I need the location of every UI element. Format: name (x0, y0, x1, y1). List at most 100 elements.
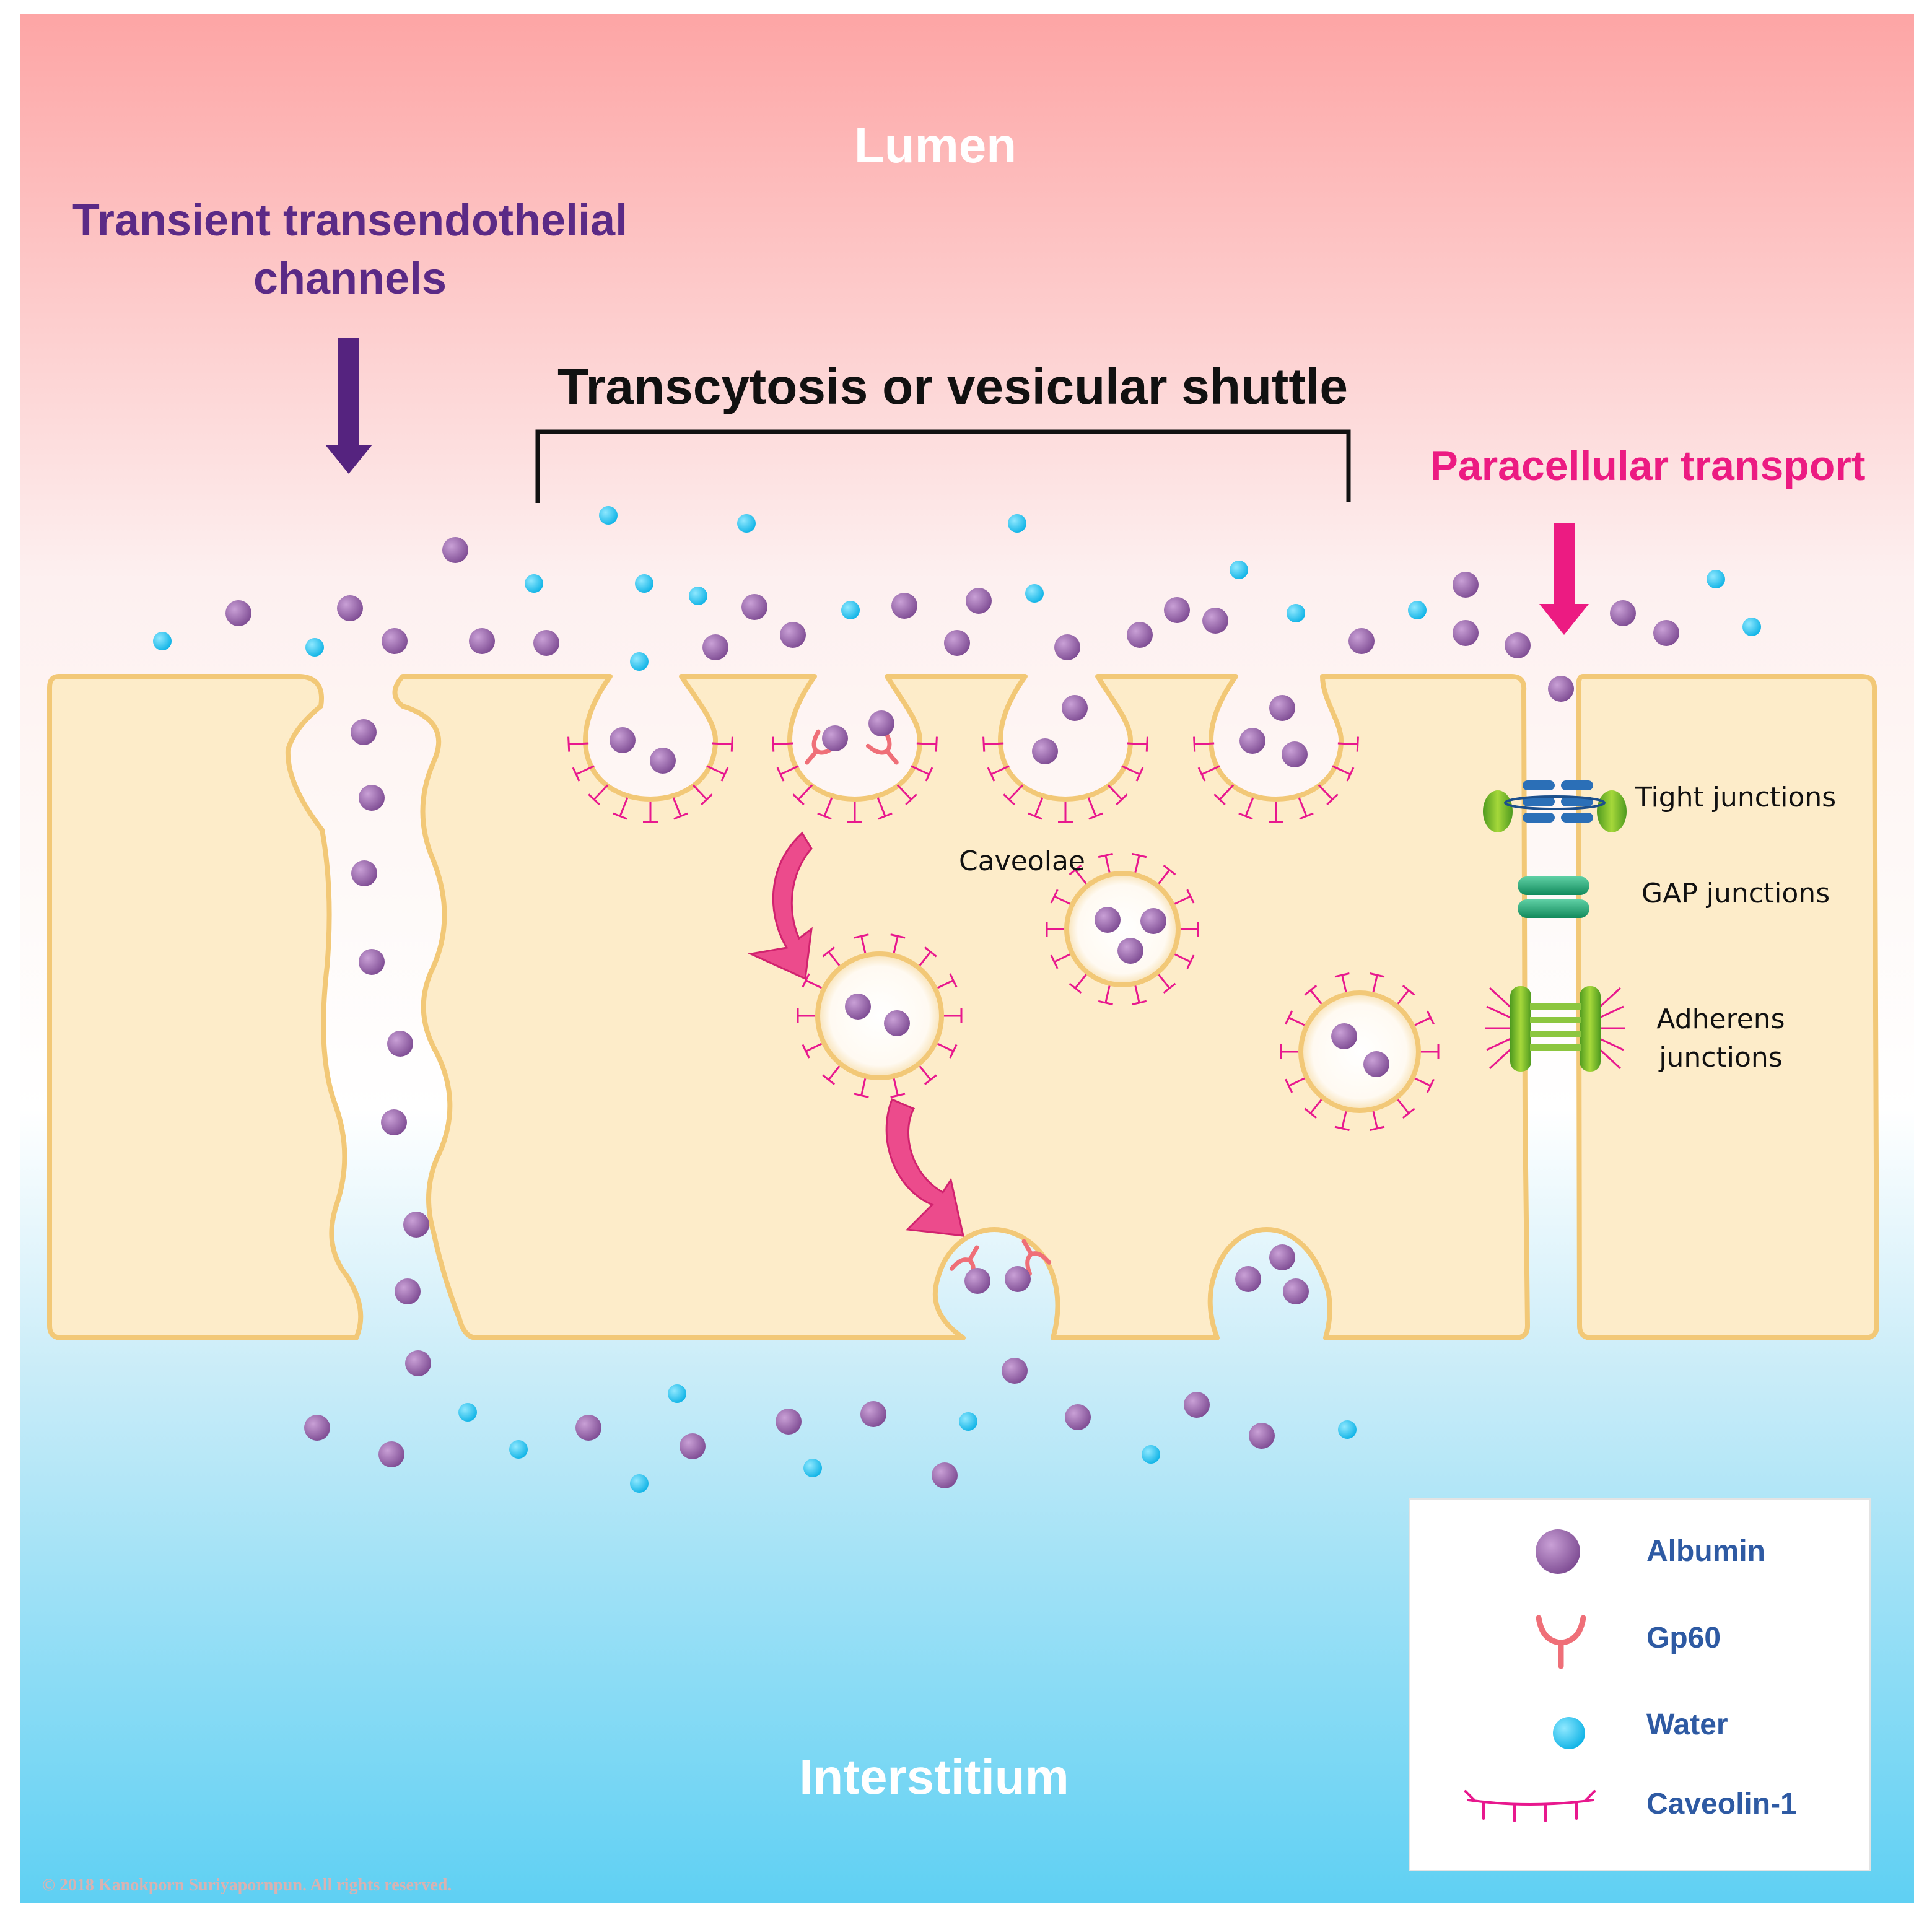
albumin-particle (1127, 622, 1153, 648)
caveolin-spike (773, 742, 793, 746)
albumin-particle (469, 628, 495, 654)
albumin-particle (1002, 1358, 1028, 1384)
caveolin-spike (1121, 765, 1140, 775)
caveolin-spike (896, 784, 912, 800)
legend-label-water: Water (1646, 1708, 1728, 1741)
caveolin-spike (1218, 784, 1235, 800)
water-particle (1008, 514, 1026, 533)
water-particle (599, 506, 618, 525)
albumin-icon (1536, 1529, 1580, 1574)
caveolin-spike (805, 1042, 824, 1052)
albumin-particle (442, 537, 468, 563)
albumin-particle (1202, 608, 1228, 634)
caveolin-spike-tip (720, 767, 729, 782)
albumin-particle (337, 595, 363, 621)
caveolin-spike (1074, 869, 1089, 886)
albumin-particle (845, 994, 871, 1020)
caveolin-spike (1371, 1109, 1378, 1129)
water-particle (1142, 1445, 1160, 1464)
lumen-label: Lumen (854, 118, 1016, 173)
caveolin-spike-tip (1346, 767, 1355, 782)
caveolin-spike-tip (1050, 889, 1059, 904)
albumin-particle (1184, 1392, 1210, 1418)
caveolin-spike (1288, 1016, 1308, 1028)
caveolin-spike (911, 765, 930, 775)
caveolin-coat-group (567, 736, 1440, 1131)
caveolin-spike-tip (890, 933, 906, 939)
albumin-particle (891, 593, 917, 619)
albumin-particle (533, 630, 559, 656)
caveolin-spike-tip (1069, 982, 1082, 994)
caveolin-spike-tip (1285, 1078, 1293, 1093)
albumin-particle (304, 1415, 330, 1441)
albumin-particle (1095, 907, 1121, 933)
gp60-icon (1536, 1615, 1586, 1669)
albumin-particle (403, 1212, 429, 1238)
albumin-particle (822, 725, 848, 751)
caveolin-spike (892, 1076, 899, 1096)
albumin-particle (1331, 1023, 1357, 1049)
caveolin-spike-tip (772, 736, 775, 752)
legend: Albumin Gp60 Water Caveolin-1 (1409, 1498, 1871, 1871)
albumin-particle (405, 1350, 431, 1376)
caveolin-spike-tip (572, 767, 580, 782)
albumin-particle (1239, 728, 1265, 754)
caveolin-spike (1087, 797, 1097, 817)
water-particle (1408, 601, 1427, 619)
caveolin-spike (1201, 765, 1220, 775)
legend-label-caveolin: Caveolin-1 (1646, 1788, 1797, 1820)
caveolin-spike (1288, 1076, 1308, 1087)
albumin-particle (1032, 738, 1058, 764)
albumin-particle (1348, 628, 1375, 654)
caveolin-spike (917, 1064, 932, 1081)
caveolin-spike (805, 979, 824, 990)
caveolin-spike (1412, 1016, 1432, 1028)
endothelial-cells (47, 674, 1879, 1340)
caveolin-spike-tip (905, 793, 917, 805)
albumin-particle (860, 1401, 886, 1427)
caveolin-spike (797, 784, 813, 800)
albumin-particle (1453, 620, 1479, 646)
albumin-particle (702, 634, 728, 660)
gp60-receptor (805, 729, 838, 765)
albumin-particle (944, 630, 970, 656)
caveolin-spike-tip (924, 1074, 937, 1085)
caveolin-spike-tip (1132, 852, 1147, 858)
transient-channels-label-line2: channels (253, 254, 447, 304)
caveolin-spike-tip (701, 793, 713, 805)
paracellular-arrow-icon (1539, 523, 1589, 635)
albumin-particle (966, 588, 992, 614)
caveolin-spike (692, 784, 708, 800)
caveolin-spike (984, 742, 1004, 746)
gp60-receptor (865, 729, 899, 765)
copyright-notice: © 2018 Kanokporn Suriyapornpun. All righ… (42, 1876, 452, 1895)
transcytosis-label: Transcytosis or vesicular shuttle (557, 359, 1348, 415)
caveolin-spike (823, 797, 833, 817)
caveolin-spike (1396, 989, 1410, 1007)
caveolin-spike-tip (890, 1093, 906, 1098)
caveolin-spike (1134, 855, 1140, 875)
caveolin-spike (935, 979, 954, 990)
albumin-particle (680, 1433, 706, 1459)
albumin-particle (1249, 1423, 1275, 1449)
caveolin-spike-tip (1356, 736, 1359, 752)
albumin-particle (1548, 676, 1574, 702)
transient-channels-label-line1: Transient transendothelial (72, 196, 627, 245)
water-particle (1025, 584, 1044, 603)
caveolin-spike-tip (1050, 954, 1059, 969)
albumin-particle (1235, 1266, 1261, 1292)
tight-junctions-label: Tight junctions (1635, 782, 1836, 813)
caveolin-spike-tip (924, 946, 937, 958)
caveolin-spike-tip (1334, 972, 1350, 978)
caveolin-spike (706, 765, 725, 775)
water-particle (630, 1474, 649, 1493)
caveolin-spike (828, 1064, 842, 1081)
water-icon (1553, 1717, 1585, 1749)
albumin-particle (776, 1409, 802, 1435)
caveolin-spike (619, 797, 629, 817)
caveolin-spike-tip (673, 812, 688, 820)
water-particle (153, 632, 172, 650)
caveolin-spike-tip (802, 1044, 810, 1059)
water-particle (803, 1459, 822, 1477)
